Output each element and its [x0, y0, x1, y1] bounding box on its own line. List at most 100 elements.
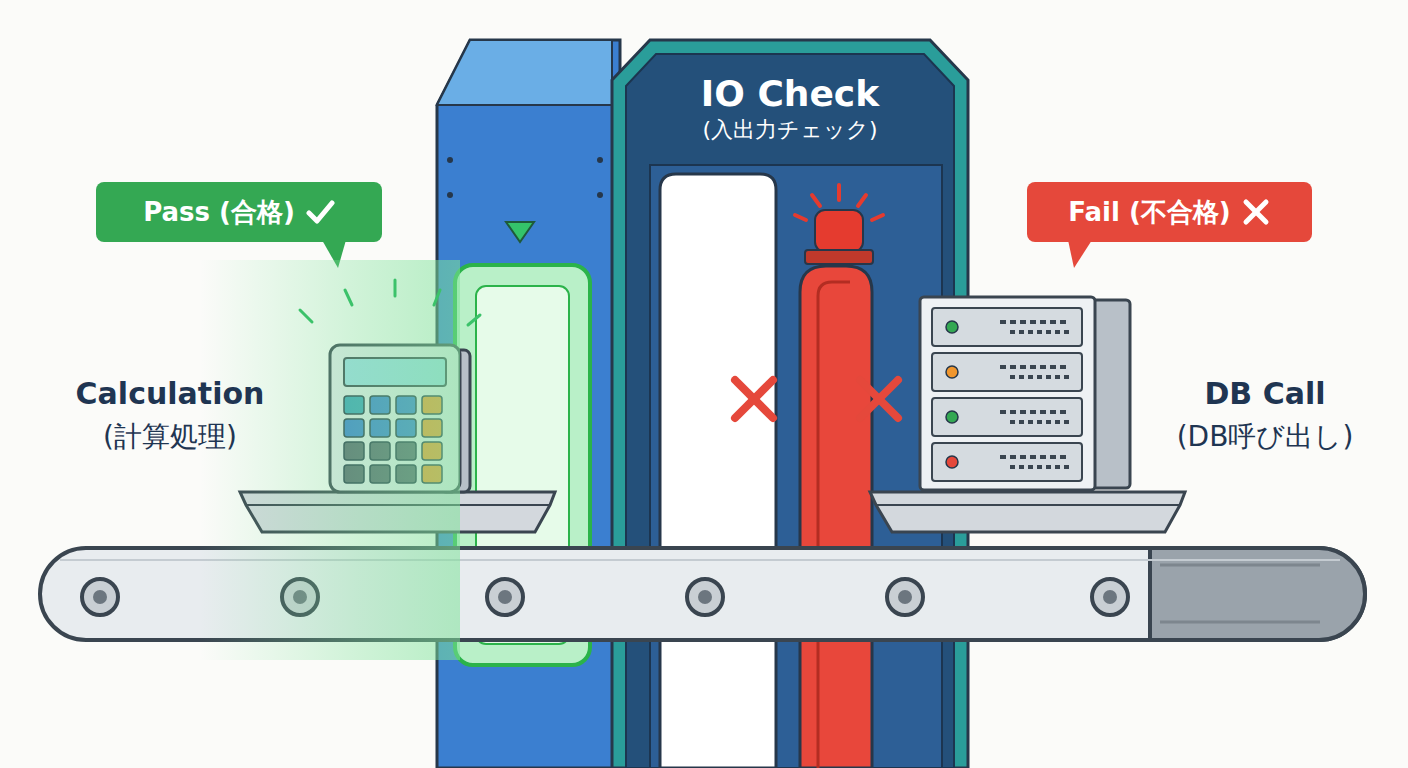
roller-hub: [898, 590, 912, 604]
vent: [1037, 420, 1042, 424]
belt-line: [1160, 621, 1320, 624]
gate-pillar: [437, 40, 620, 768]
fail-callout: Fail (不合格): [1027, 182, 1312, 242]
vent: [1055, 330, 1060, 334]
callout-text: Pass (合格): [143, 195, 295, 230]
vent: [1040, 365, 1046, 369]
status-light: [946, 456, 958, 468]
vent: [1050, 410, 1056, 414]
item-label: DB Call: [1204, 376, 1325, 411]
conveyor-end: [1150, 548, 1365, 640]
roller-hub: [93, 590, 107, 604]
vent: [1000, 455, 1006, 459]
vent: [1064, 465, 1069, 469]
vent: [1030, 320, 1036, 324]
rivet: [447, 157, 453, 163]
indicator-triangle: [506, 222, 534, 242]
vent: [1028, 375, 1033, 379]
vent: [1050, 365, 1056, 369]
vent: [1046, 375, 1051, 379]
rivet: [447, 192, 453, 198]
vent: [1020, 410, 1026, 414]
vent: [1030, 455, 1036, 459]
vent: [1020, 455, 1026, 459]
gate-bevel: [437, 40, 612, 105]
vent: [1040, 320, 1046, 324]
vent: [1010, 330, 1015, 334]
vent: [1040, 410, 1046, 414]
vent: [1060, 320, 1066, 324]
rivet: [597, 192, 603, 198]
roller: [1092, 579, 1128, 615]
vent: [1010, 420, 1015, 424]
belt-line: [1160, 564, 1320, 567]
item-sublabel: (計算処理): [103, 418, 237, 456]
vent: [1046, 465, 1051, 469]
scan-glow: [200, 260, 460, 660]
roller: [687, 579, 723, 615]
vent: [1019, 330, 1024, 334]
status-light: [946, 411, 958, 423]
roller: [82, 579, 118, 615]
gate-opening: [660, 174, 776, 768]
check-icon: [305, 197, 335, 227]
vent: [1064, 420, 1069, 424]
roller-hub: [498, 590, 512, 604]
vent: [1060, 410, 1066, 414]
vent: [1010, 465, 1015, 469]
vent: [1055, 465, 1060, 469]
alarm-pillar: [800, 266, 872, 768]
roller-hub: [1103, 590, 1117, 604]
cross-mark: [1246, 202, 1266, 222]
vent: [1010, 455, 1016, 459]
vent: [1028, 330, 1033, 334]
vent: [1020, 320, 1026, 324]
vent: [1019, 375, 1024, 379]
vent: [1037, 465, 1042, 469]
vent: [1030, 410, 1036, 414]
roller: [887, 579, 923, 615]
check-mark: [309, 203, 332, 221]
vent: [1060, 455, 1066, 459]
vent: [1000, 320, 1006, 324]
server: [920, 297, 1095, 490]
bubble-pointer: [1068, 240, 1092, 268]
gate-title: IO Check: [701, 73, 879, 114]
glow-rays: [300, 280, 480, 325]
server-slot: [932, 443, 1082, 481]
gate-inner-panel: [650, 165, 942, 768]
reject-marks: [735, 380, 898, 418]
server-slot: [932, 353, 1082, 391]
vent: [1000, 365, 1006, 369]
status-light: [946, 366, 958, 378]
vent: [1000, 410, 1006, 414]
pass-callout: Pass (合格): [96, 182, 382, 242]
vent: [1055, 420, 1060, 424]
vent: [1010, 410, 1016, 414]
vent: [1020, 365, 1026, 369]
vent: [1046, 330, 1051, 334]
vent: [1046, 420, 1051, 424]
vent: [1037, 330, 1042, 334]
vent: [1028, 420, 1033, 424]
roller-hub: [698, 590, 712, 604]
gate-subtitle: (入出力チェック): [702, 117, 877, 143]
vent: [1019, 465, 1024, 469]
vent: [1030, 365, 1036, 369]
vent: [1010, 365, 1016, 369]
vent: [1055, 375, 1060, 379]
alarm-pillar-stripe: [818, 282, 850, 768]
vent: [1037, 375, 1042, 379]
server-slot: [932, 398, 1082, 436]
server-slots: [932, 308, 1082, 481]
rivet: [597, 157, 603, 163]
vent: [1028, 465, 1033, 469]
gate-header: IO Check (入出力チェック): [626, 58, 954, 158]
callout-text: Fail (不合格): [1068, 195, 1230, 230]
gate-arch: [612, 40, 968, 768]
vent: [1019, 420, 1024, 424]
item-sublabel: (DB呼び出し): [1177, 418, 1354, 456]
vent: [1050, 320, 1056, 324]
beacon-base: [805, 250, 873, 264]
vent: [1050, 455, 1056, 459]
